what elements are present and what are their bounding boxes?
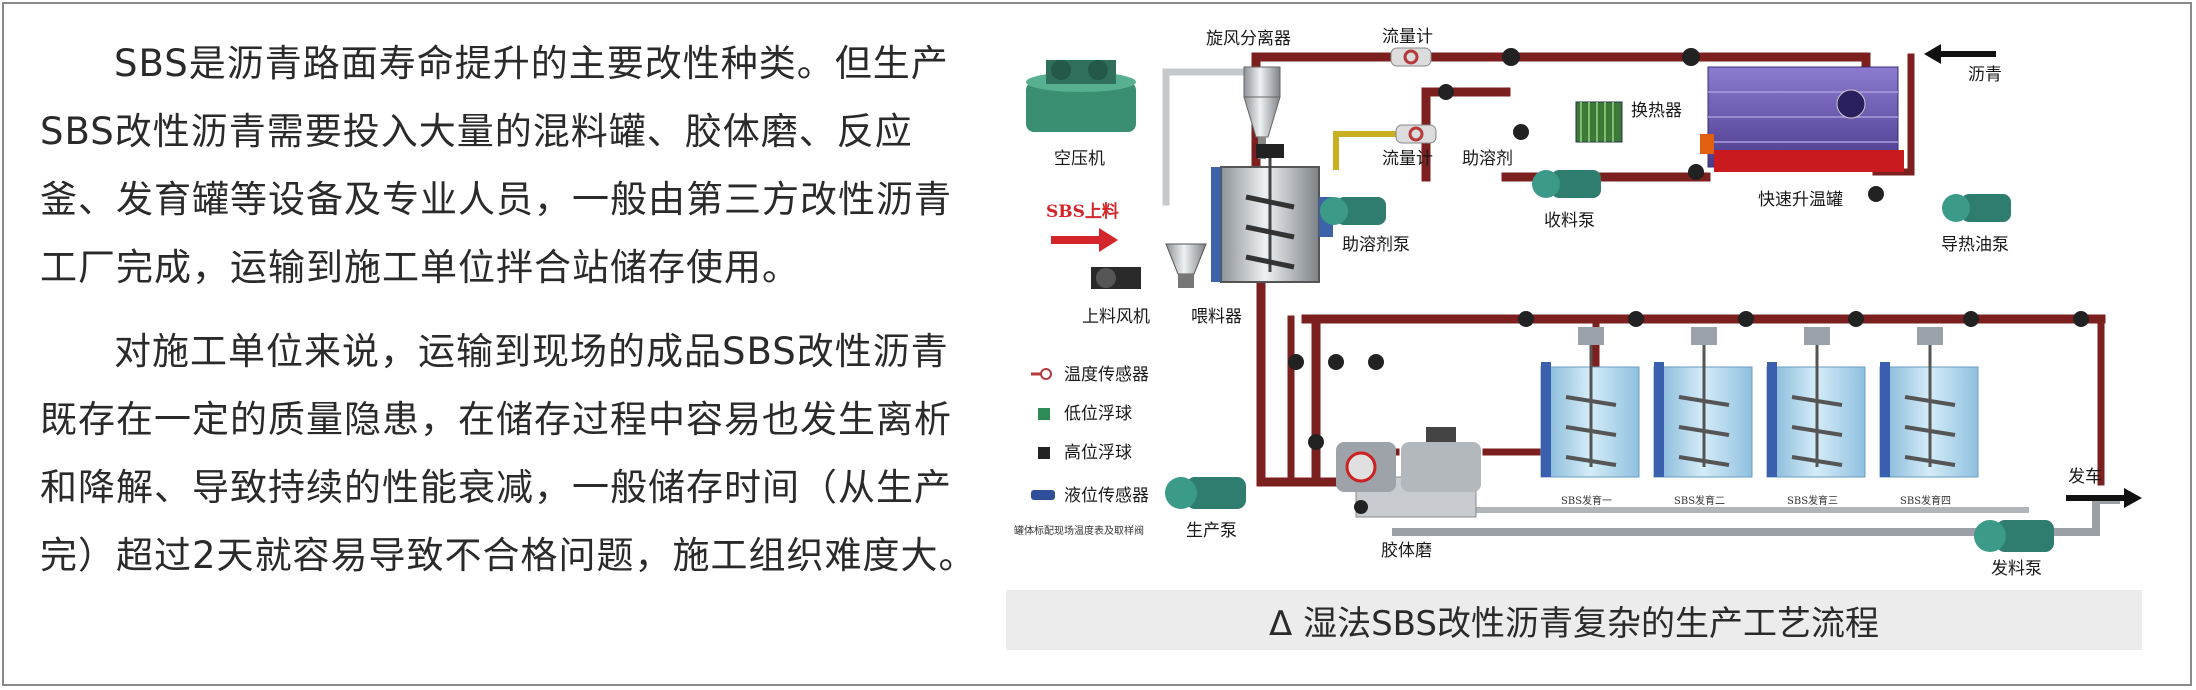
label-colloid-mill: 胶体磨: [1381, 541, 1432, 561]
label-fast-heat-tank: 快速升温罐: [1758, 190, 1843, 210]
label-additive-pump: 助溶剂泵: [1342, 235, 1410, 255]
paragraph-2: 对施工单位来说，运输到现场的成品SBS改性沥青既存在一定的质量隐患，在储存过程中…: [40, 330, 977, 577]
feed-fan: 上料风机: [1082, 267, 1150, 327]
sbs-feed: SBS上料: [1046, 201, 1119, 252]
legend-note: 罐体标配现场温度表及取样阀: [1014, 524, 1144, 537]
label-to-truck: 发车: [2068, 467, 2102, 487]
label-compressor: 空压机: [1054, 149, 1105, 169]
label-sbs-feed: SBS上料: [1046, 201, 1119, 222]
heat-exchanger: 换热器: [1575, 101, 1682, 143]
cyclone-separator: 旋风分离器: [1206, 29, 1291, 159]
label-flowmeter-top: 流量计: [1382, 27, 1433, 47]
oil-pump: 导热油泵: [1941, 194, 2011, 255]
fast-heat-tank: 快速升温罐: [1700, 66, 1904, 210]
legend: 温度传感器 低位浮球 高位浮球 液位传感器 罐体标配现场温度表及取样阀: [1014, 365, 1149, 537]
legend-low-float: 低位浮球: [1038, 404, 1132, 424]
label-dispatch-pump: 发料泵: [1991, 559, 2042, 579]
process-flow-diagram: 空压机 旋风分离器 流量计 流量计 助溶剂 助溶剂泵 换热器: [1014, 27, 2142, 579]
production-pump: 生产泵: [1165, 477, 1246, 541]
legend-label-low-float: 低位浮球: [1064, 404, 1132, 424]
article-text: SBS是沥青路面寿命提升的主要改性种类。但生产SBS改性沥青需要投入大量的混料罐…: [40, 30, 980, 606]
label-heat-exchanger: 换热器: [1631, 101, 1682, 121]
paragraph-1: SBS是沥青路面寿命提升的主要改性种类。但生产SBS改性沥青需要投入大量的混料罐…: [40, 42, 952, 289]
label-prod-pump: 生产泵: [1186, 521, 1237, 541]
legend-label-temp: 温度传感器: [1064, 365, 1149, 385]
label-collect-pump: 收料泵: [1544, 211, 1595, 231]
label-tank-4: SBS发育四: [1900, 494, 1951, 507]
dev-tank-2: SBS发育二: [1653, 327, 1753, 507]
label-feed-fan: 上料风机: [1082, 307, 1150, 327]
label-flowmeter-mid: 流量计: [1382, 149, 1433, 169]
additive-pump: 助溶剂泵: [1320, 197, 1410, 255]
air-compressor: 空压机: [1026, 60, 1136, 169]
dev-tank-3: SBS发育三: [1766, 327, 1866, 507]
feed-hopper: 喂料器: [1165, 243, 1242, 327]
colloid-mill: 胶体磨: [1336, 427, 1481, 561]
label-additive: 助溶剂: [1462, 149, 1513, 169]
asphalt-inlet: 沥青: [1924, 44, 2002, 85]
dispatch-pump: 发料泵: [1974, 520, 2054, 579]
valves: [1288, 48, 2089, 514]
flowmeter-mid: 流量计: [1382, 124, 1437, 169]
label-tank-2: SBS发育二: [1674, 494, 1725, 507]
legend-label-high-float: 高位浮球: [1064, 443, 1132, 463]
label-cyclone: 旋风分离器: [1206, 29, 1291, 49]
legend-temp-sensor: 温度传感器: [1031, 365, 1149, 385]
development-tanks: SBS发育一 SBS发育二 SBS发育三 SBS发育四: [1540, 327, 1979, 507]
figure-caption: Δ 湿法SBS改性沥青复杂的生产工艺流程: [1006, 590, 2142, 650]
label-oil-pump: 导热油泵: [1941, 235, 2009, 255]
caption-text: Δ 湿法SBS改性沥青复杂的生产工艺流程: [1269, 603, 1879, 644]
collect-pump: 收料泵: [1532, 170, 1601, 231]
mixing-tank: [1211, 144, 1333, 283]
dev-tank-1: SBS发育一: [1540, 327, 1640, 507]
legend-high-float: 高位浮球: [1038, 443, 1132, 463]
legend-label-level: 液位传感器: [1064, 486, 1149, 506]
flowmeter-top: 流量计: [1382, 27, 1433, 67]
legend-level-sensor: 液位传感器: [1031, 486, 1149, 506]
dev-tank-4: SBS发育四: [1879, 327, 1979, 507]
label-tank-3: SBS发育三: [1787, 494, 1838, 507]
to-truck-arrow: 发车: [2066, 467, 2142, 508]
label-asphalt: 沥青: [1968, 65, 2002, 85]
label-tank-1: SBS发育一: [1561, 494, 1612, 507]
label-hopper: 喂料器: [1191, 307, 1242, 327]
